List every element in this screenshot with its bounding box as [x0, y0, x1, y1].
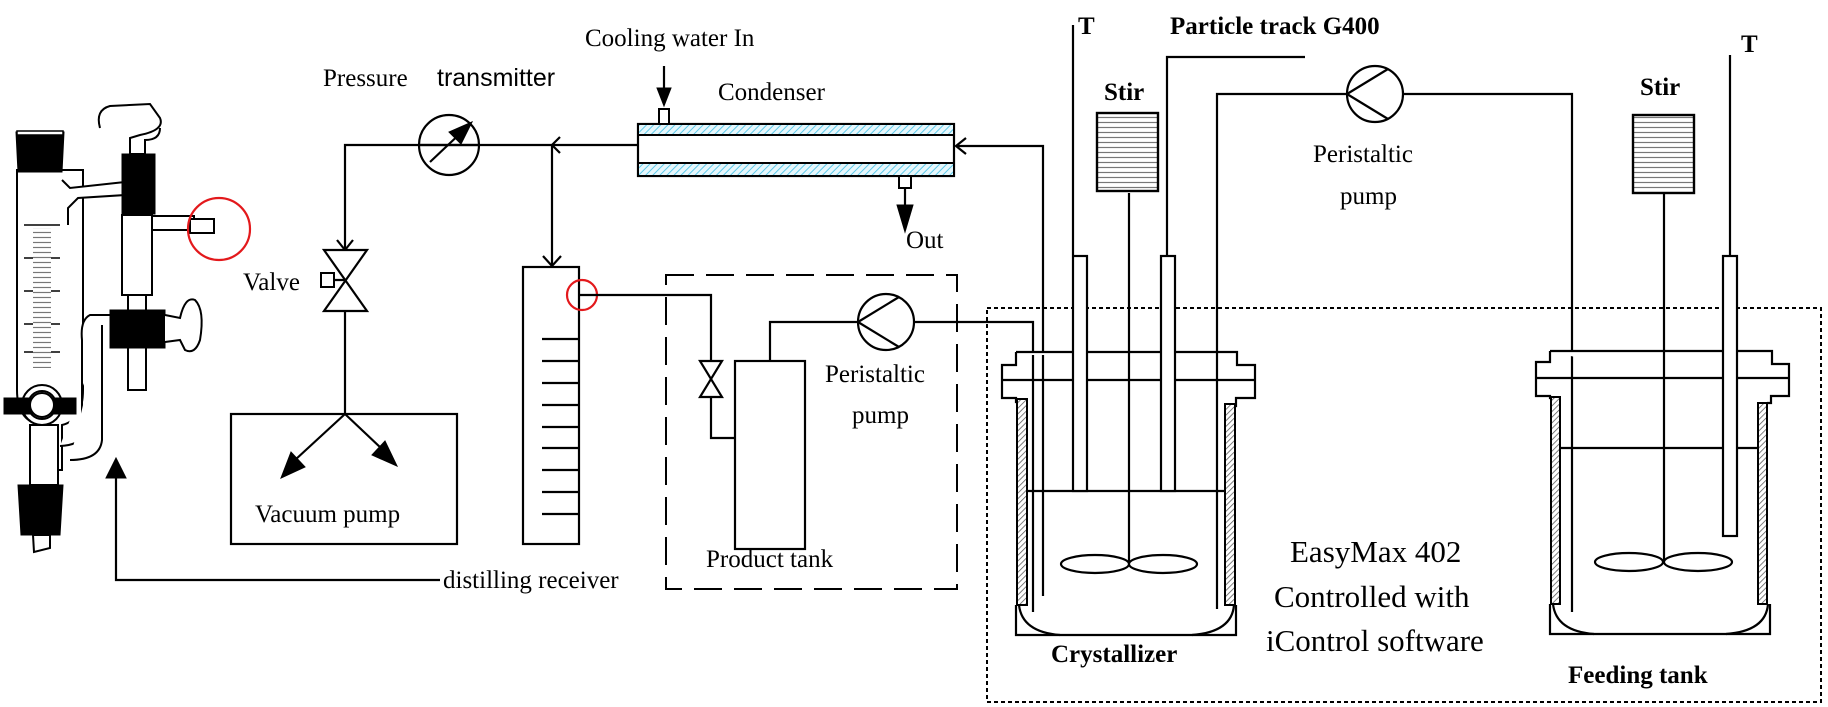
highlight-circle-nozzle	[186, 196, 252, 262]
feeding-tank	[1534, 55, 1791, 636]
cooling-water-out-arrow	[896, 188, 914, 234]
product-valve	[698, 359, 724, 399]
distilling-receiver-label: distilling receiver	[443, 567, 619, 594]
cooling-water-in-arrow	[656, 66, 672, 108]
valve	[320, 248, 370, 313]
peristaltic-pump-2-label-line2: pump	[1340, 183, 1397, 210]
peristaltic-pump-1-label-line1: Peristaltic	[825, 361, 925, 388]
temp-probe-left-label: T	[1078, 13, 1095, 40]
particle-track-label: Particle track G400	[1170, 13, 1380, 40]
cooling-water-in-label: Cooling water In	[585, 25, 755, 52]
return-flow-arrow	[105, 456, 440, 582]
product-tank	[733, 359, 807, 551]
bottom-stopper	[17, 484, 64, 536]
transmitter-label: transmitter	[437, 64, 555, 92]
crystallizer	[1000, 25, 1347, 637]
peristaltic-pump-2	[1345, 64, 1405, 124]
easymax-label-line2: Controlled with	[1274, 579, 1470, 614]
valve-label: Valve	[243, 269, 300, 296]
column-graduations	[24, 224, 60, 368]
distillation-glassware	[3, 102, 215, 554]
temp-probe-right-label: T	[1741, 31, 1758, 58]
easymax-boundary	[986, 307, 1822, 703]
top-stopper	[15, 131, 65, 173]
out-label: Out	[906, 227, 944, 254]
condenser	[636, 108, 956, 189]
crystallizer-label: Crystallizer	[1051, 641, 1177, 668]
stirrer-motor-right	[1631, 113, 1696, 195]
peristaltic-pump-1	[856, 292, 916, 352]
stirrer-motor-left	[1095, 111, 1160, 193]
stir-right-label: Stir	[1640, 74, 1680, 101]
feeding-tank-label: Feeding tank	[1568, 662, 1708, 689]
pressure-label: Pressure	[323, 65, 408, 92]
vacuum-pump	[229, 412, 459, 546]
product-section-boundary	[665, 274, 958, 590]
condenser-label: Condenser	[718, 79, 826, 106]
easymax-label-line3: iControl software	[1266, 623, 1484, 658]
peristaltic-pump-1-label-line2: pump	[852, 402, 909, 429]
peristaltic-pump-2-label-line1: Peristaltic	[1313, 141, 1413, 168]
easymax-label-line1: EasyMax 402	[1290, 534, 1461, 569]
stir-left-label: Stir	[1104, 79, 1144, 106]
vacuum-pump-label: Vacuum pump	[255, 501, 400, 528]
distilling-receiver	[521, 265, 581, 546]
product-tank-label: Product tank	[706, 546, 834, 573]
